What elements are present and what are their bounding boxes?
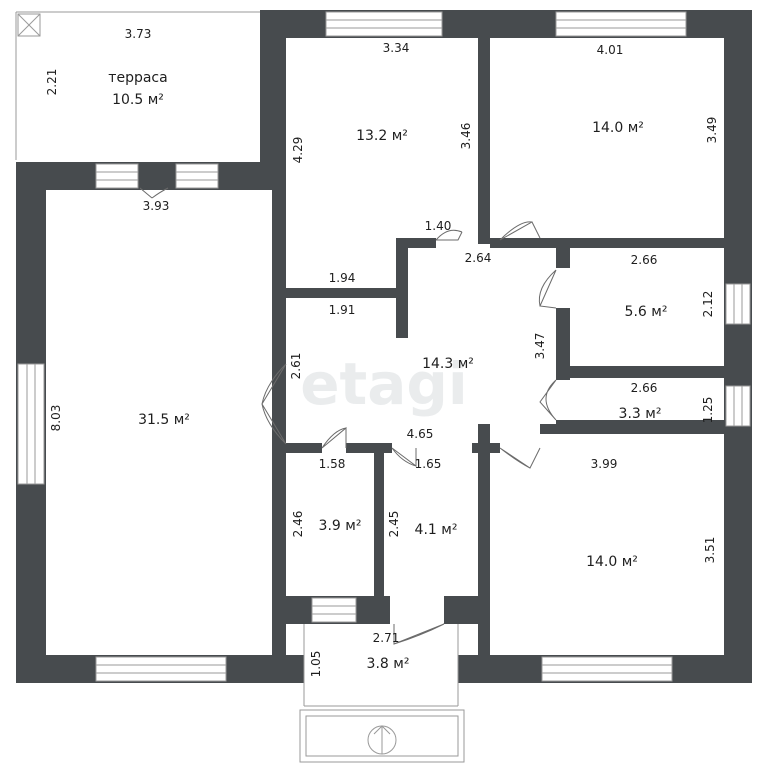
dim-label: 3.34 [383,41,410,55]
room-area-terrace: 10.5 м² [112,92,164,108]
dim-label: 4.65 [407,427,434,441]
dim-label: 3.46 [459,123,473,150]
dim-label: 2.66 [631,253,658,267]
vestibule-outline [303,624,459,707]
dim-label: 2.21 [45,69,59,96]
dim-label: 2.45 [387,511,401,538]
room-area-bath-1: 3.9 м² [319,518,362,534]
watermark: etagi [300,350,468,418]
dim-label: 4.29 [291,137,305,164]
room-name-terrace: терраса [108,70,167,86]
dim-label: 8.03 [49,405,63,432]
room-area-vestibule: 3.8 м² [367,656,410,672]
dim-label: 1.94 [329,271,356,285]
entrance-porch [299,709,465,763]
dim-label: 1.58 [319,457,346,471]
entrance-arrow-icon [367,725,397,755]
dim-label: 2.66 [631,381,658,395]
dim-label: 2.46 [291,511,305,538]
dim-label: 3.47 [533,333,547,360]
dim-label: 2.12 [701,291,715,318]
dim-label: 2.64 [465,251,492,265]
dim-label: 1.40 [425,219,452,233]
doors [139,187,557,645]
room-area-bedroom-3: 14.0 м² [586,554,638,570]
dim-label: 3.49 [705,117,719,144]
room-area-bath-2: 4.1 м² [415,522,458,538]
dim-label: 3.93 [143,199,170,213]
room-area-living: 31.5 м² [138,412,190,428]
dim-label: 1.25 [701,397,715,424]
room-area-hall: 14.3 м² [422,356,474,372]
dim-label: 3.99 [591,457,618,471]
dim-label: 3.51 [703,537,717,564]
room-area-bedroom-2: 14.0 м² [592,120,644,136]
room-area-bedroom-1: 13.2 м² [356,128,408,144]
interior-walls [272,36,726,662]
dim-label: 1.91 [329,303,356,317]
windows [17,11,751,682]
dim-label: 4.01 [597,43,624,57]
dim-label: 1.05 [309,651,323,678]
dim-label: 2.61 [289,353,303,380]
terrace-outline [15,11,262,160]
room-area-storage-2: 3.3 м² [619,406,662,422]
dim-label: 3.73 [125,27,152,41]
room-area-storage-1: 5.6 м² [625,304,668,320]
dim-label: 1.65 [415,457,442,471]
dim-label: 2.71 [373,631,400,645]
